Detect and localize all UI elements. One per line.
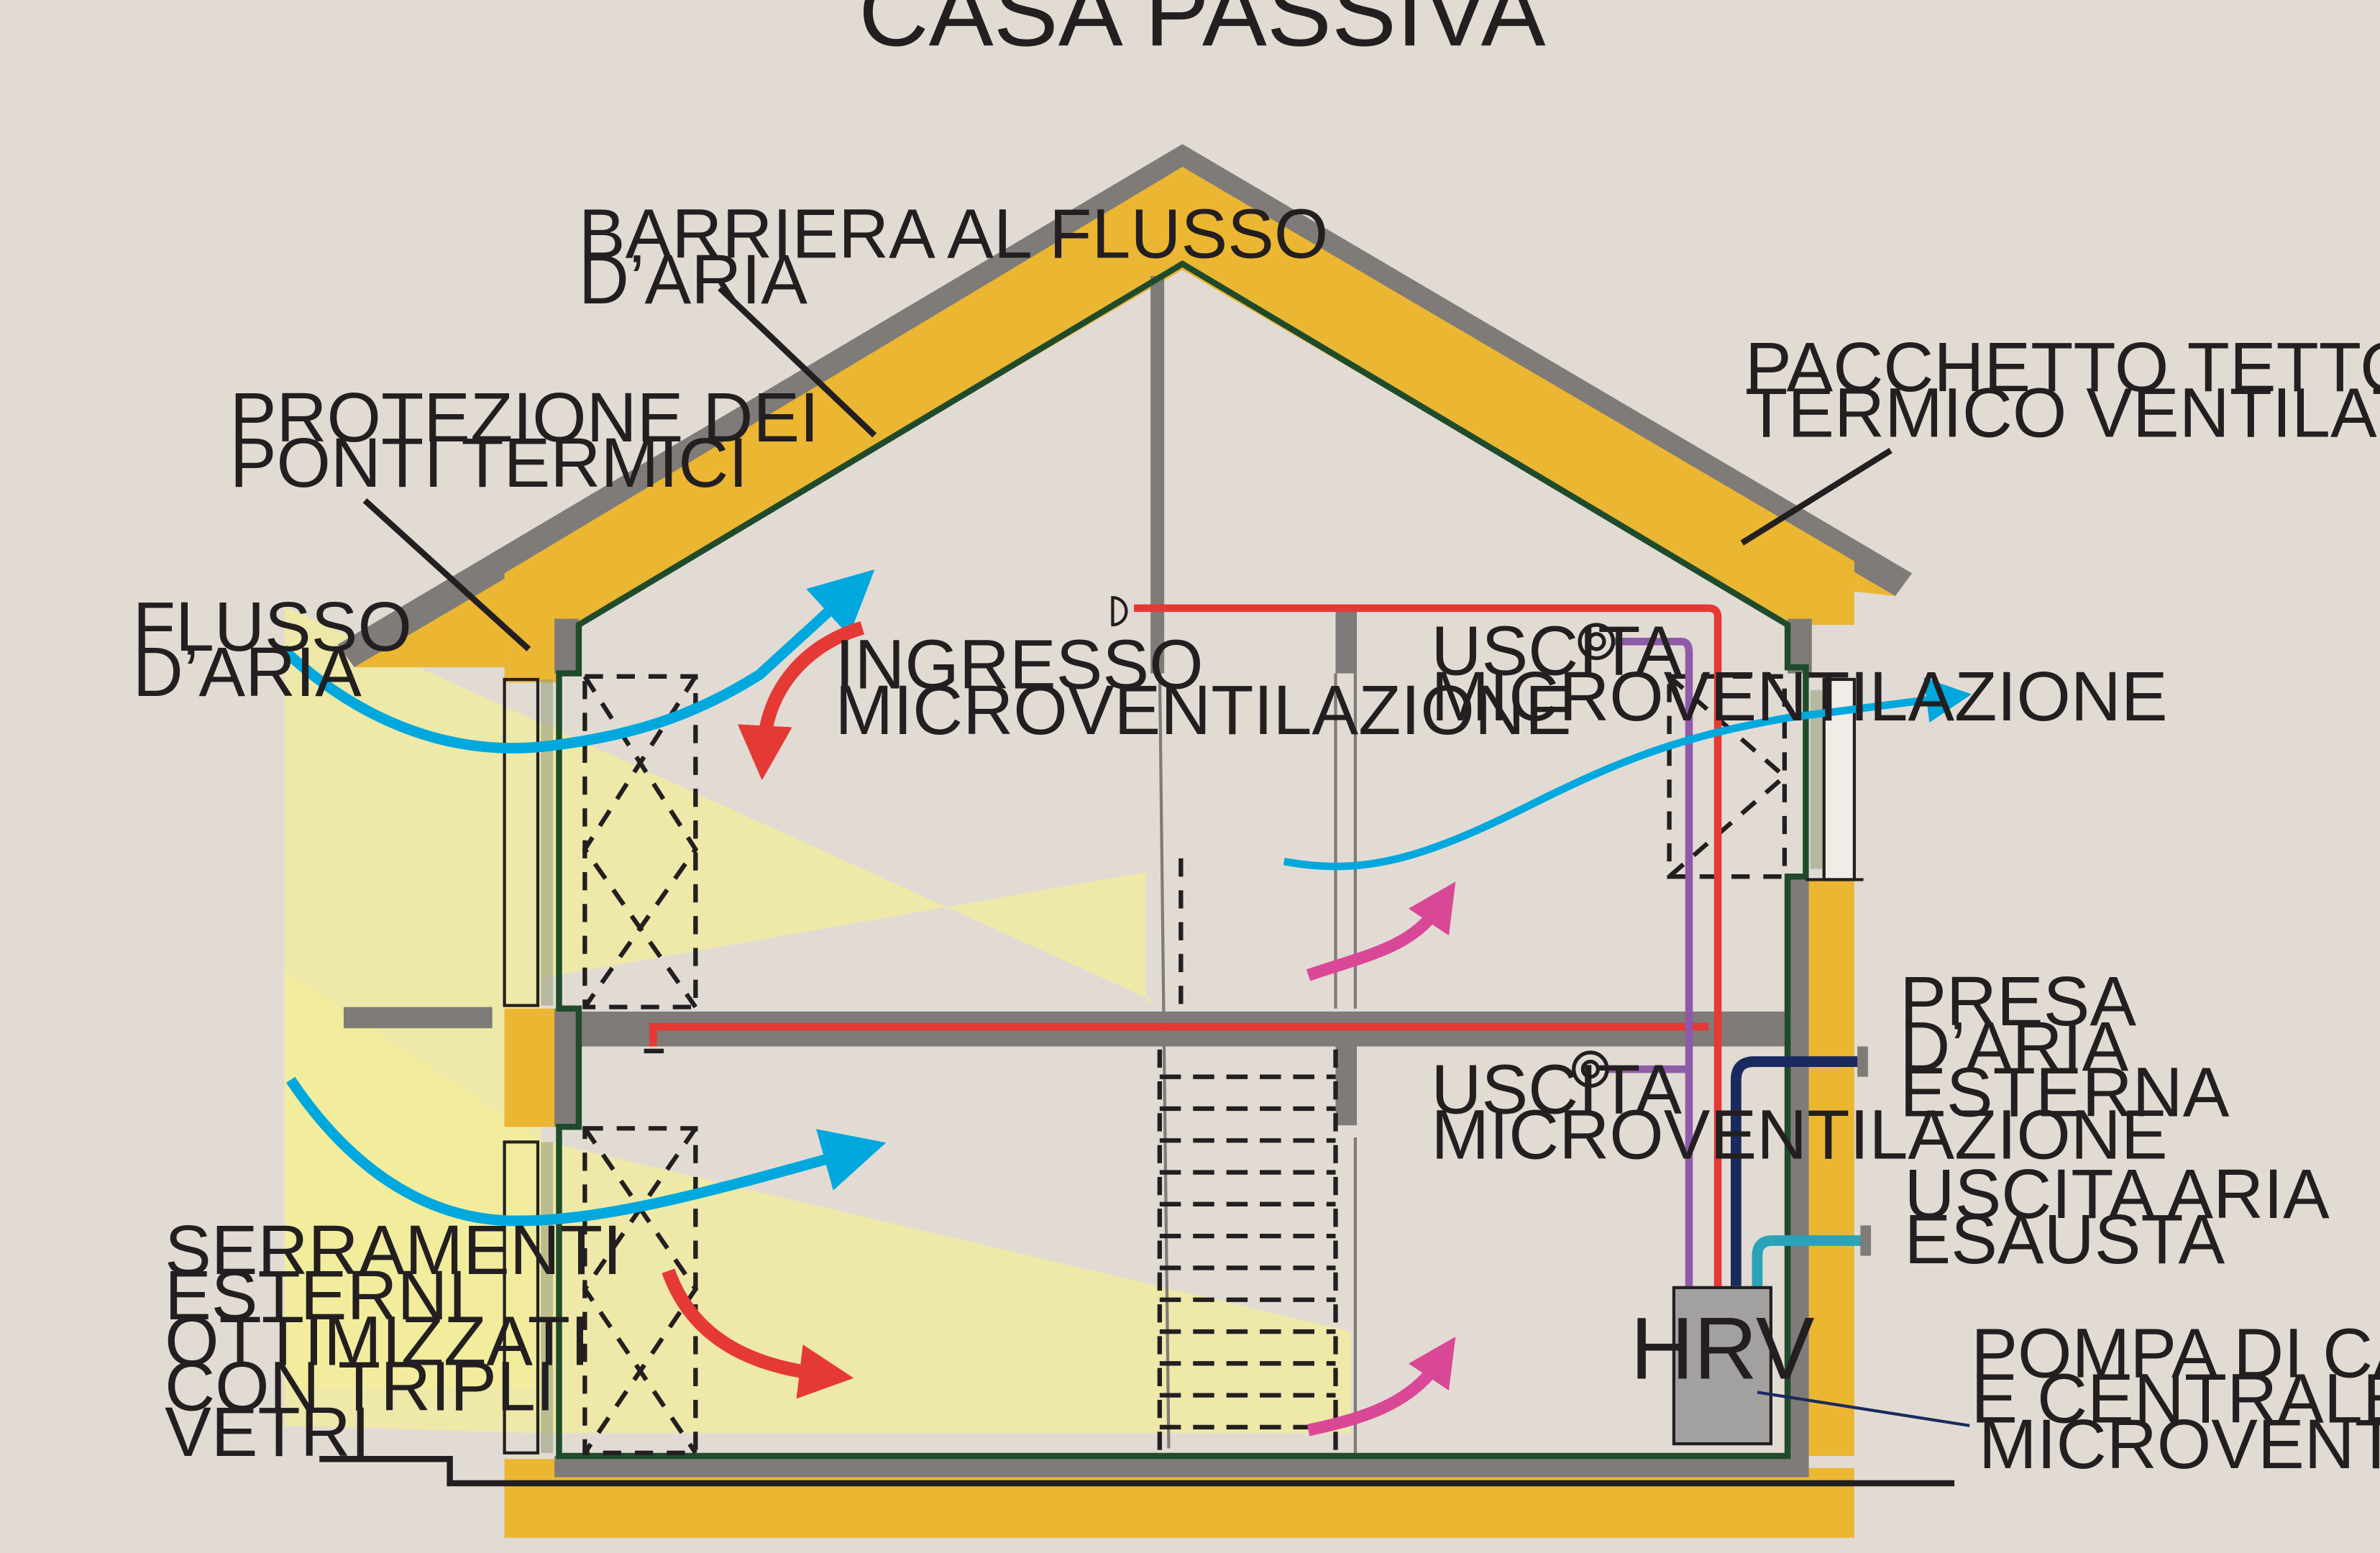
label-barriera: BARRIERA AL FLUSSO D’ARIA [579, 195, 1347, 319]
label-ingresso-microventilazione: INGRESSO MICROVENTILAZIONE [835, 626, 1571, 749]
exhaust-duct [1611, 637, 1693, 1286]
exhaust-outlet-duct [1752, 1235, 1864, 1286]
leader-lines [362, 285, 1970, 1427]
supply-duct-upper [1133, 604, 1722, 1286]
fresh-air-arrow-upper [279, 569, 875, 753]
thermal-bridge-block [504, 1008, 557, 1127]
label-pompa-di-calore: POMPA DI CALORE E CENTRALE DI MICROVENTI… [1971, 1314, 2380, 1483]
labels: BARRIERA AL FLUSSO D’ARIA PROTEZIONE DEI… [133, 195, 2380, 1483]
window-opening-outlines [582, 674, 1788, 1455]
warm-air-arrow-lower [1306, 1337, 1456, 1437]
label-flusso-aria: FLUSSO D’ARIA [133, 587, 431, 711]
label-ponti-termici: PROTEZIONE DEI PONTI TERMICI [230, 378, 838, 502]
label-pacchetto-tetto: PACCHETTO TETTO TERMICO VENTILATO [1745, 328, 2380, 452]
staircase [1157, 667, 1358, 1453]
label-uscita-microventilazione-upper: USCITA MICROVENTILAZIONE [1431, 612, 2167, 736]
supply-diffuser-upper [1111, 595, 1128, 627]
hrv-label: HRV [1630, 1298, 1814, 1397]
hrv-unit: HRV [1630, 1286, 1815, 1446]
ventilation-ducts [644, 595, 1872, 1286]
balcony-slab [343, 1007, 493, 1029]
supply-air-arrow-lower [662, 1268, 854, 1399]
roof-insulation-inner [504, 167, 1854, 626]
page-title: CASA PASSIVA [859, 0, 1545, 66]
exhaust-grille-upper [1578, 623, 1616, 661]
fresh-air-arrow-lower [286, 1076, 887, 1227]
exhaust-air-arrow [1283, 677, 1972, 871]
warm-air-arrow-upper [1306, 881, 1456, 981]
wall-insulation [504, 621, 1854, 1538]
ground-slab [554, 1456, 1809, 1478]
exhaust-grille-lower [1572, 1050, 1609, 1088]
outdoor-intake-duct [1730, 1056, 1861, 1286]
label-presa-aria-esterna: PRESA D’ARIA ESTERNA [1900, 962, 2230, 1132]
label-uscita-microventilazione-lower: USCITA MICROVENTILAZIONE [1431, 1050, 2167, 1173]
attic-post [1150, 275, 1165, 674]
label-serramenti: SERRAMENTI ESTERNI OTTIMIZZATI CON TRIPL… [165, 1211, 641, 1471]
label-uscita-aria-esausta: USCITA ARIA ESAUSTA [1905, 1155, 2349, 1278]
supply-air-arrow-upper [737, 621, 865, 781]
roof-covering [337, 144, 1913, 668]
air-barrier-line [556, 260, 1809, 1460]
supply-duct-lower [649, 1022, 1709, 1047]
foundation-insulation [504, 1467, 1854, 1538]
ground-line [319, 1456, 1955, 1487]
airflow-arrows [279, 569, 1972, 1437]
